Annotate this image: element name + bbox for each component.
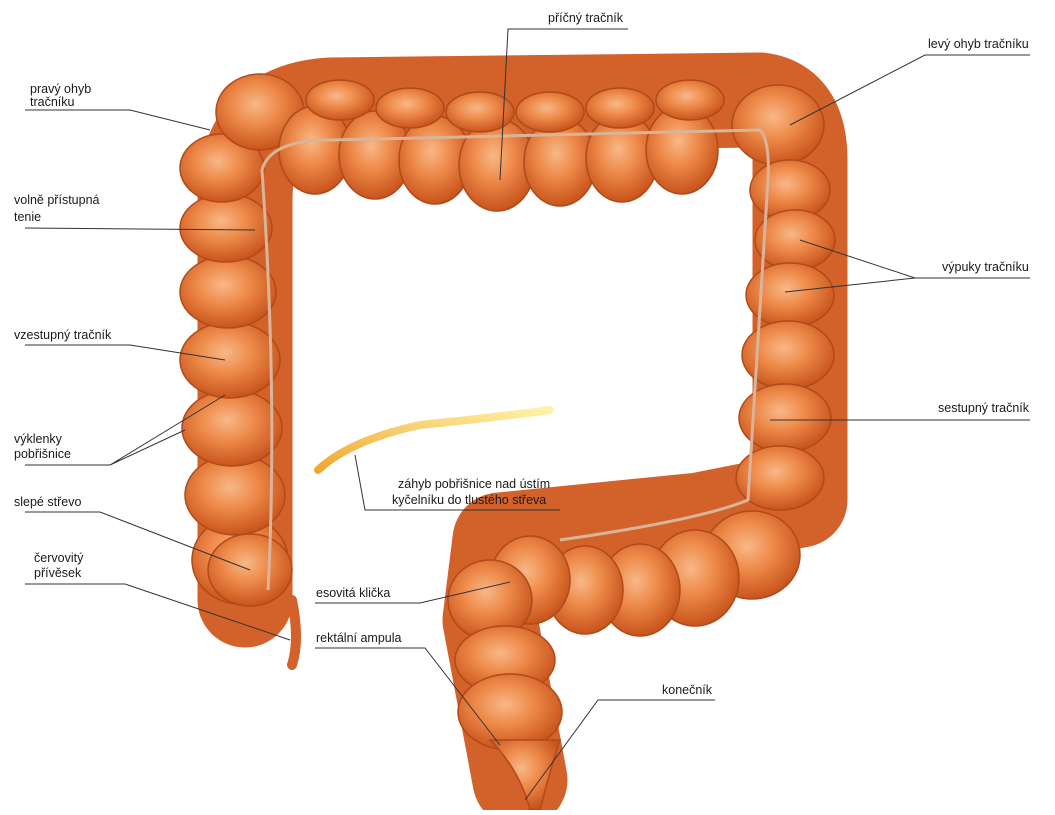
appendix-illustration [292,600,296,665]
label-teniae-line2: tenie [14,210,41,224]
label-rectal-ampulla: rektální ampula [316,631,402,645]
label-appendix-line2: přívěsek [34,566,82,580]
label-peritoneal-recesses-line2: pobřišnice [14,447,71,461]
label-left-flexure: levý ohyb tračníku [928,37,1029,51]
label-right-flexure-line1: pravý ohyb [30,82,91,96]
label-transverse-colon: příčný tračník [548,11,624,25]
label-descending-colon: sestupný tračník [938,401,1030,415]
colon-illustration [180,74,835,810]
label-appendix-line1: červovitý [34,551,84,565]
label-haustra: výpuky tračníku [942,260,1029,274]
label-ascending-colon: vzestupný tračník [14,328,112,342]
label-teniae-line1: volně přístupná [14,193,100,207]
label-cecum: slepé střevo [14,495,81,509]
label-rectum: konečník [662,683,713,697]
label-ileocecal-fold-line1: záhyb pobřišnice nad ústím [398,477,550,491]
label-ileocecal-fold-line2: kyčelníku do tlustého střeva [392,493,546,507]
label-peritoneal-recesses-line1: výklenky [14,432,63,446]
ileocecal-fold-illustration [318,410,550,470]
label-sigmoid-colon: esovitá klička [316,586,390,600]
label-right-flexure-line2: tračníku [30,95,75,109]
